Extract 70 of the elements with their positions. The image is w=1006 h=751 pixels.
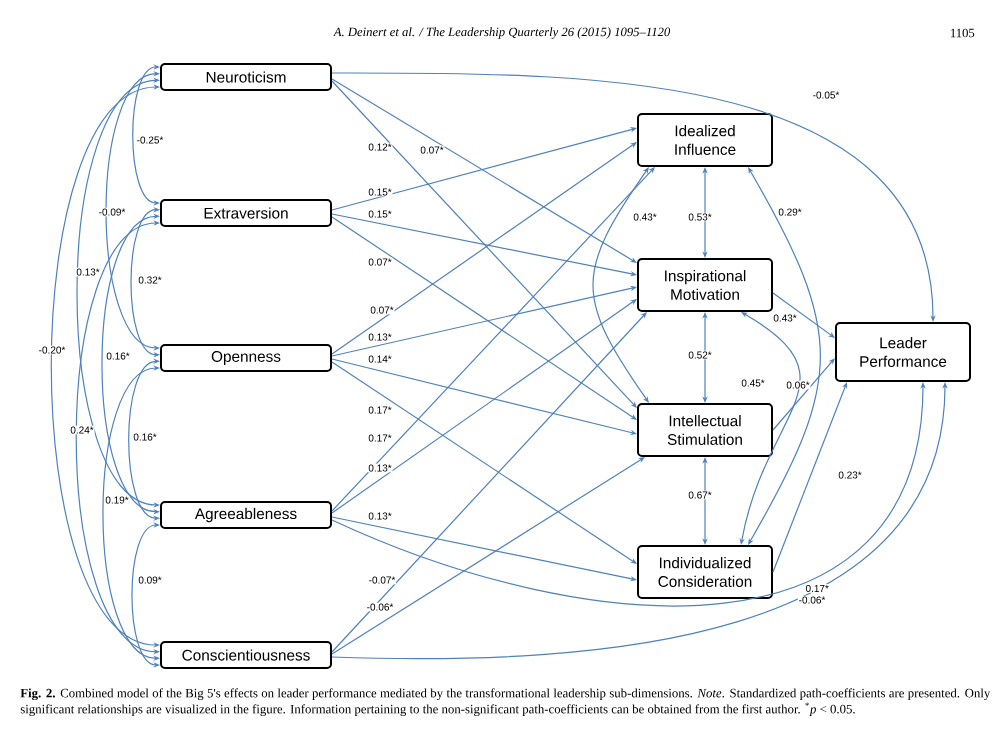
arrow [748,167,821,545]
edge-label: 0.43* [772,313,798,323]
edge-label: -0.06* [797,595,827,605]
arrow [331,142,637,355]
arrow [702,167,708,258]
edge-label: 0.15* [367,209,393,219]
arrow [331,312,647,653]
arrow [331,72,936,322]
edge-label: 0.13* [367,463,393,473]
edge-label: 0.06* [785,380,811,390]
edge-label: 0.52* [687,350,713,360]
edge-label: 0.12* [367,142,393,152]
header-text: A. Deinert et al. / The Leadership Quarterly 26 (2015) 1095–1120 [333,27,671,39]
variable-box: Conscientiousness [160,641,332,669]
variable-box: Inspirational Motivation [637,258,773,312]
variable-box: Agreeableness [160,501,332,529]
edge-label: 0.24* [69,425,95,435]
arrow [331,299,637,514]
arrow [592,167,649,403]
arrow [331,127,637,211]
arrow [739,312,801,545]
arrow [331,457,645,655]
edge-label: 0.23* [837,470,863,480]
edge-label: 0.45* [740,378,766,388]
edge-label: 0.29* [777,207,803,217]
variable-box: Openness [160,344,332,372]
edge-label: 0.07* [367,257,393,267]
edge-label: 0.16* [132,432,158,442]
variable-box: Leader Performance [835,322,971,382]
arrow [331,216,637,420]
edge-label: 0.19* [104,495,130,505]
arrow [772,292,835,338]
edge-label: -0.20* [37,345,67,355]
edge-label: 0.13* [367,332,393,342]
arrow [702,312,708,403]
arrow [331,78,637,263]
edge-label: 0.09* [137,575,163,585]
edge-label: 0.16* [105,351,131,361]
header-text: 1105 [951,28,975,38]
edge-label: 0.14* [367,354,393,364]
edge-label: 0.07* [369,305,395,315]
edge-label: 0.15* [367,187,393,197]
variable-box: Extraversion [160,199,332,227]
edge-label: 0.17* [367,405,393,415]
arrow [331,167,655,512]
variable-box: Individualized Consideration [637,545,773,599]
edge-label: 0.43* [632,212,658,222]
caption: Fig. 2. Combined model of the Big 5's effects on leader performance mediated by the transformational leadership sub-dimensions. Note. Standardized path-coefficients are presented. Only significant relationships are visualized in the figure. Information pertaining to the non-significant path-coefficients can be obtained from the first author. $^{*}$p < 0.05. [20,688,991,717]
edge-label: 0.17* [804,584,830,593]
arrow [331,285,637,357]
edge-label: 0.07* [419,145,445,155]
edge-label: -0.06* [365,602,395,612]
arrow [772,358,835,431]
arrow [331,80,637,408]
variable-box: Idealized Influence [637,113,773,167]
edge-label: 0.67* [687,490,713,500]
edge-label: 0.13* [367,511,393,521]
edge-label: -0.09* [97,207,127,217]
arrow [772,382,848,573]
edge-label: -0.07* [367,575,397,585]
variable-box: Neuroticism [160,63,332,91]
edge-label: 0.53* [687,212,713,222]
edge-label: 0.13* [75,267,101,277]
arrow [702,457,708,545]
edge-label: 0.17* [367,433,393,443]
edge-label: -0.05* [811,90,841,100]
variable-box: Intellectual Stimulation [637,403,773,457]
edge-label: 0.32* [137,275,163,285]
edge-label: -0.25* [135,135,165,145]
arrow [331,361,637,564]
